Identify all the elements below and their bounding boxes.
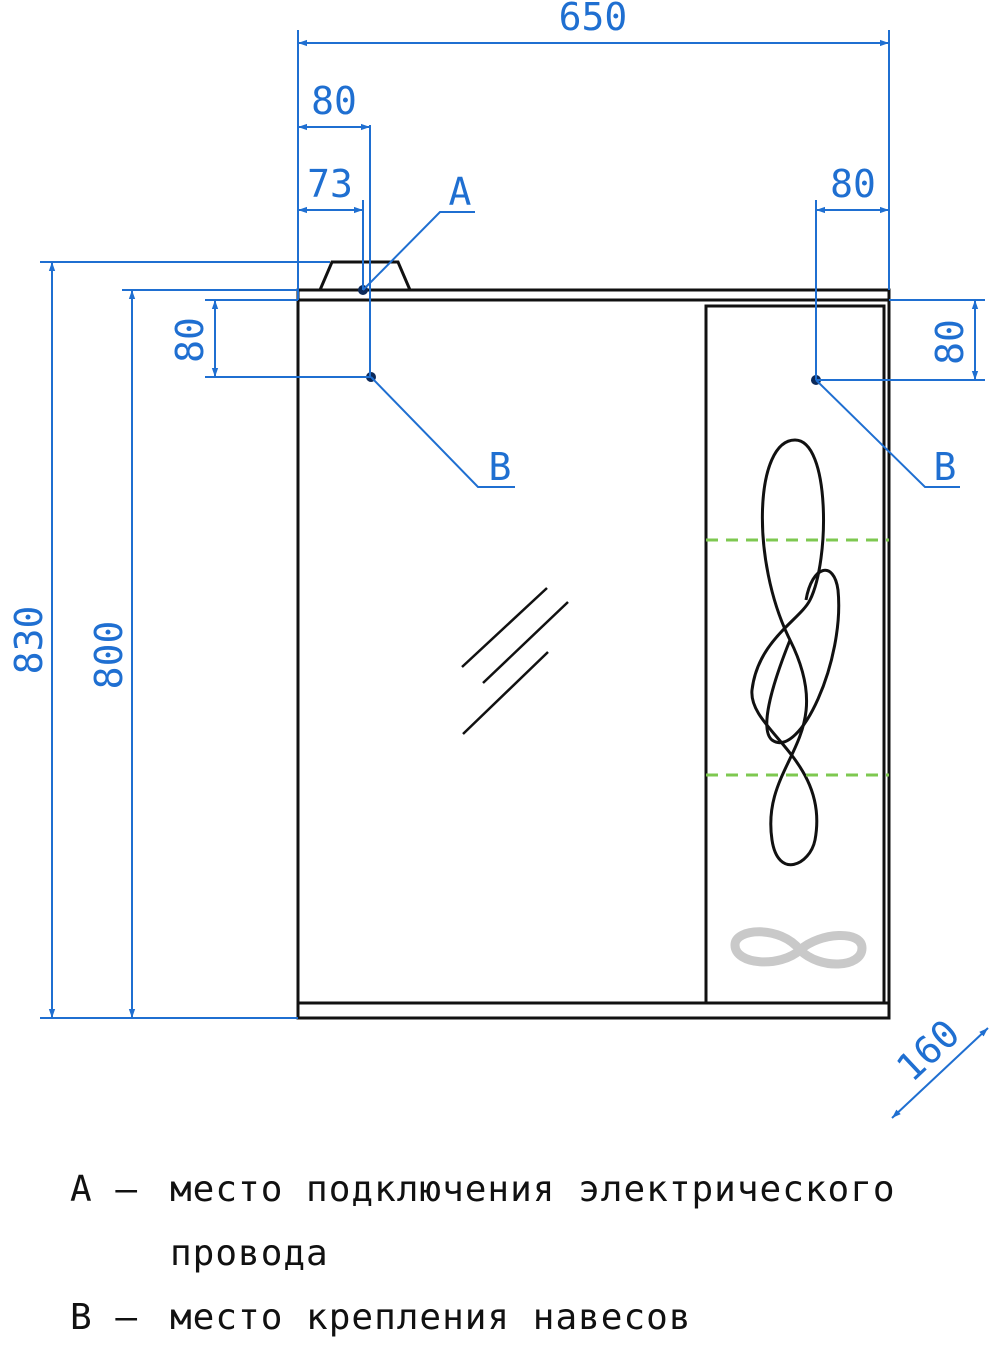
- dim-text-160: 160: [888, 1011, 968, 1090]
- legend: A – место подключения электрического про…: [70, 1158, 990, 1350]
- label-b-left: B: [489, 445, 512, 489]
- label-a: A: [449, 170, 472, 214]
- legend-key-b: B –: [70, 1297, 139, 1338]
- lamp-housing: [318, 260, 412, 291]
- dim-text-800: 800: [87, 621, 131, 690]
- legend-row-b: B – место крепления навесов: [70, 1286, 990, 1350]
- cabinet-body: [296, 260, 891, 1020]
- leader-b-left: [370, 376, 515, 488]
- legend-key-a: A –: [70, 1169, 139, 1210]
- legend-text-b: место крепления навесов: [170, 1297, 692, 1338]
- dim-text-73: 73: [307, 162, 353, 206]
- dim-text-80-right: 80: [830, 162, 876, 206]
- dimension-lines: [40, 30, 989, 1119]
- side-door: [704, 304, 886, 1005]
- leader-b-right: [815, 379, 960, 488]
- dim-text-80-left-vertical: 80: [168, 317, 212, 363]
- leader-a: [362, 211, 475, 291]
- dim-text-650: 650: [559, 0, 628, 39]
- cabinet-frame: [296, 298, 891, 1020]
- shelf-lines: [706, 538, 889, 777]
- dim-text-830: 830: [7, 606, 51, 675]
- label-b-right: B: [934, 445, 957, 489]
- door-ornament-icon: [750, 438, 841, 867]
- mirror-glare-icon: [461, 587, 569, 735]
- dim-text-80-right-vertical: 80: [928, 319, 972, 365]
- legend-row-a: A – место подключения электрического про…: [70, 1158, 990, 1286]
- legend-text-a: место подключения электрического провода: [170, 1169, 896, 1274]
- dim-line-160: [891, 1027, 989, 1119]
- brand-logo-icon: [730, 927, 867, 969]
- dim-text-80-left: 80: [311, 79, 357, 123]
